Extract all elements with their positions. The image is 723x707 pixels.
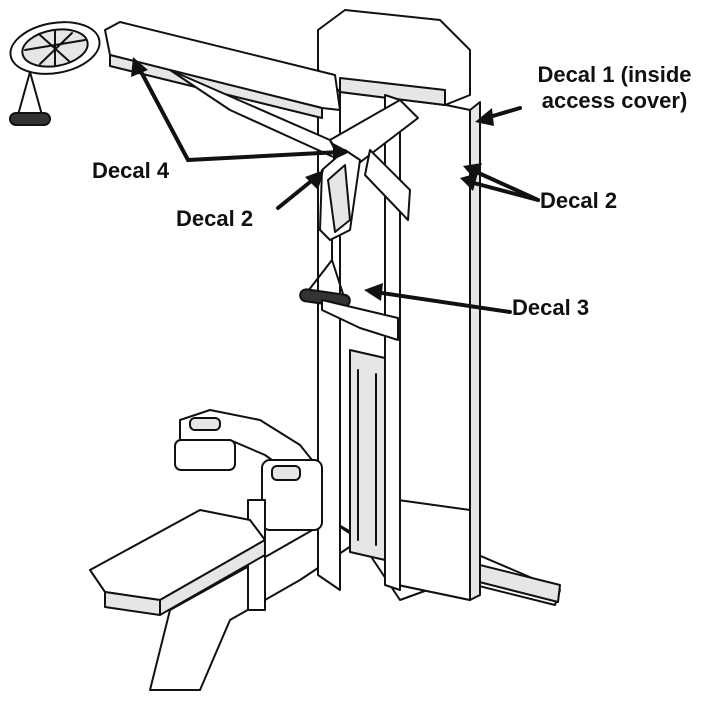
main-column bbox=[317, 9, 481, 601]
front-pulley bbox=[299, 149, 361, 308]
decal-2-left-label: Decal 2 bbox=[176, 206, 254, 231]
decal-1-label-line2: access cover) bbox=[541, 88, 688, 113]
upper-arm bbox=[104, 21, 419, 221]
decal-3-label: Decal 3 bbox=[512, 295, 590, 320]
thigh-pads bbox=[174, 409, 323, 611]
seat bbox=[89, 509, 266, 616]
decal-1-label-line1: Decal 1 (inside bbox=[537, 62, 692, 87]
callout-arrows bbox=[131, 57, 540, 314]
decal-4-label: Decal 4 bbox=[92, 158, 170, 183]
top-pulley bbox=[9, 21, 101, 126]
carriage bbox=[321, 299, 399, 341]
decal-2-right-label: Decal 2 bbox=[540, 188, 618, 213]
decal-1-label: Decal 1 (inside access cover) bbox=[512, 62, 717, 114]
